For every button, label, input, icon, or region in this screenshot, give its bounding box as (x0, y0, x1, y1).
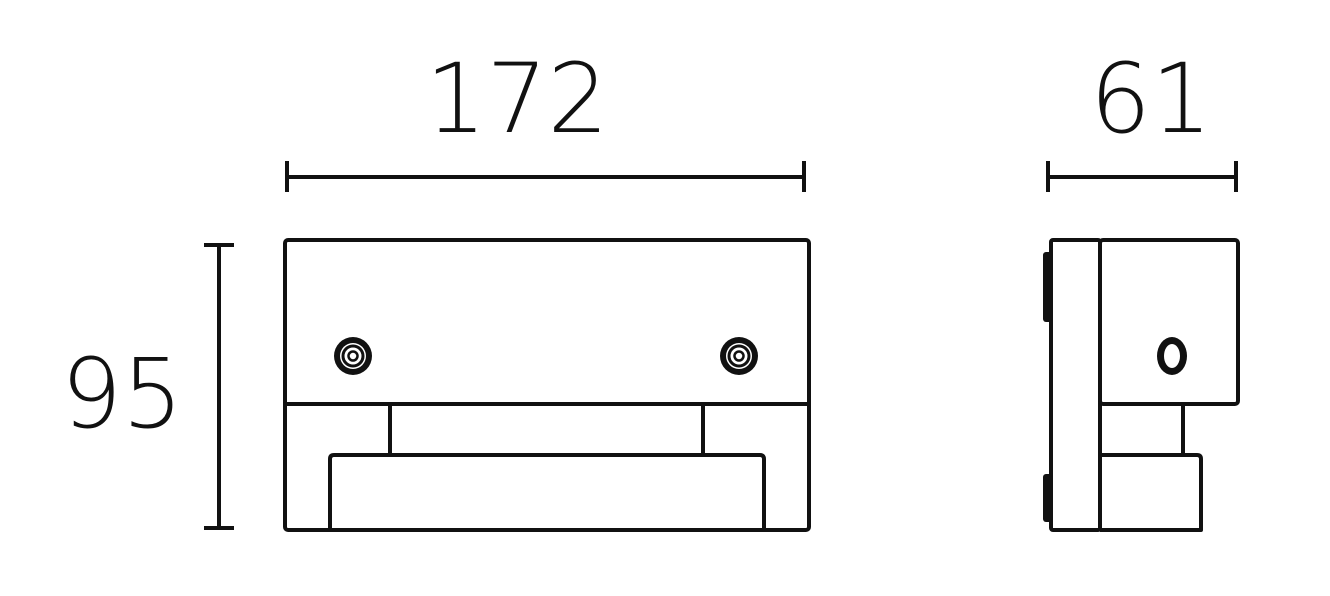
side-screw-icon (1157, 337, 1187, 375)
front-view (283, 238, 811, 532)
side-tab-top (1043, 252, 1052, 322)
width-dimension: 172 (285, 43, 806, 192)
height-dimension: 95 (61, 243, 234, 530)
side-wall-plate (1049, 238, 1102, 532)
front-outline (283, 238, 811, 532)
height-label: 95 (61, 338, 183, 450)
depth-label: 61 (1090, 43, 1212, 155)
screw-right-icon (720, 337, 758, 375)
side-head (1098, 238, 1240, 406)
depth-dimension: 61 (1046, 43, 1238, 192)
screw-left-icon (334, 337, 372, 375)
front-mount-plate (328, 453, 766, 530)
side-bottom-block (1100, 453, 1203, 532)
side-view (1043, 238, 1240, 532)
side-tab-bottom (1043, 474, 1052, 522)
width-label: 172 (425, 43, 608, 155)
